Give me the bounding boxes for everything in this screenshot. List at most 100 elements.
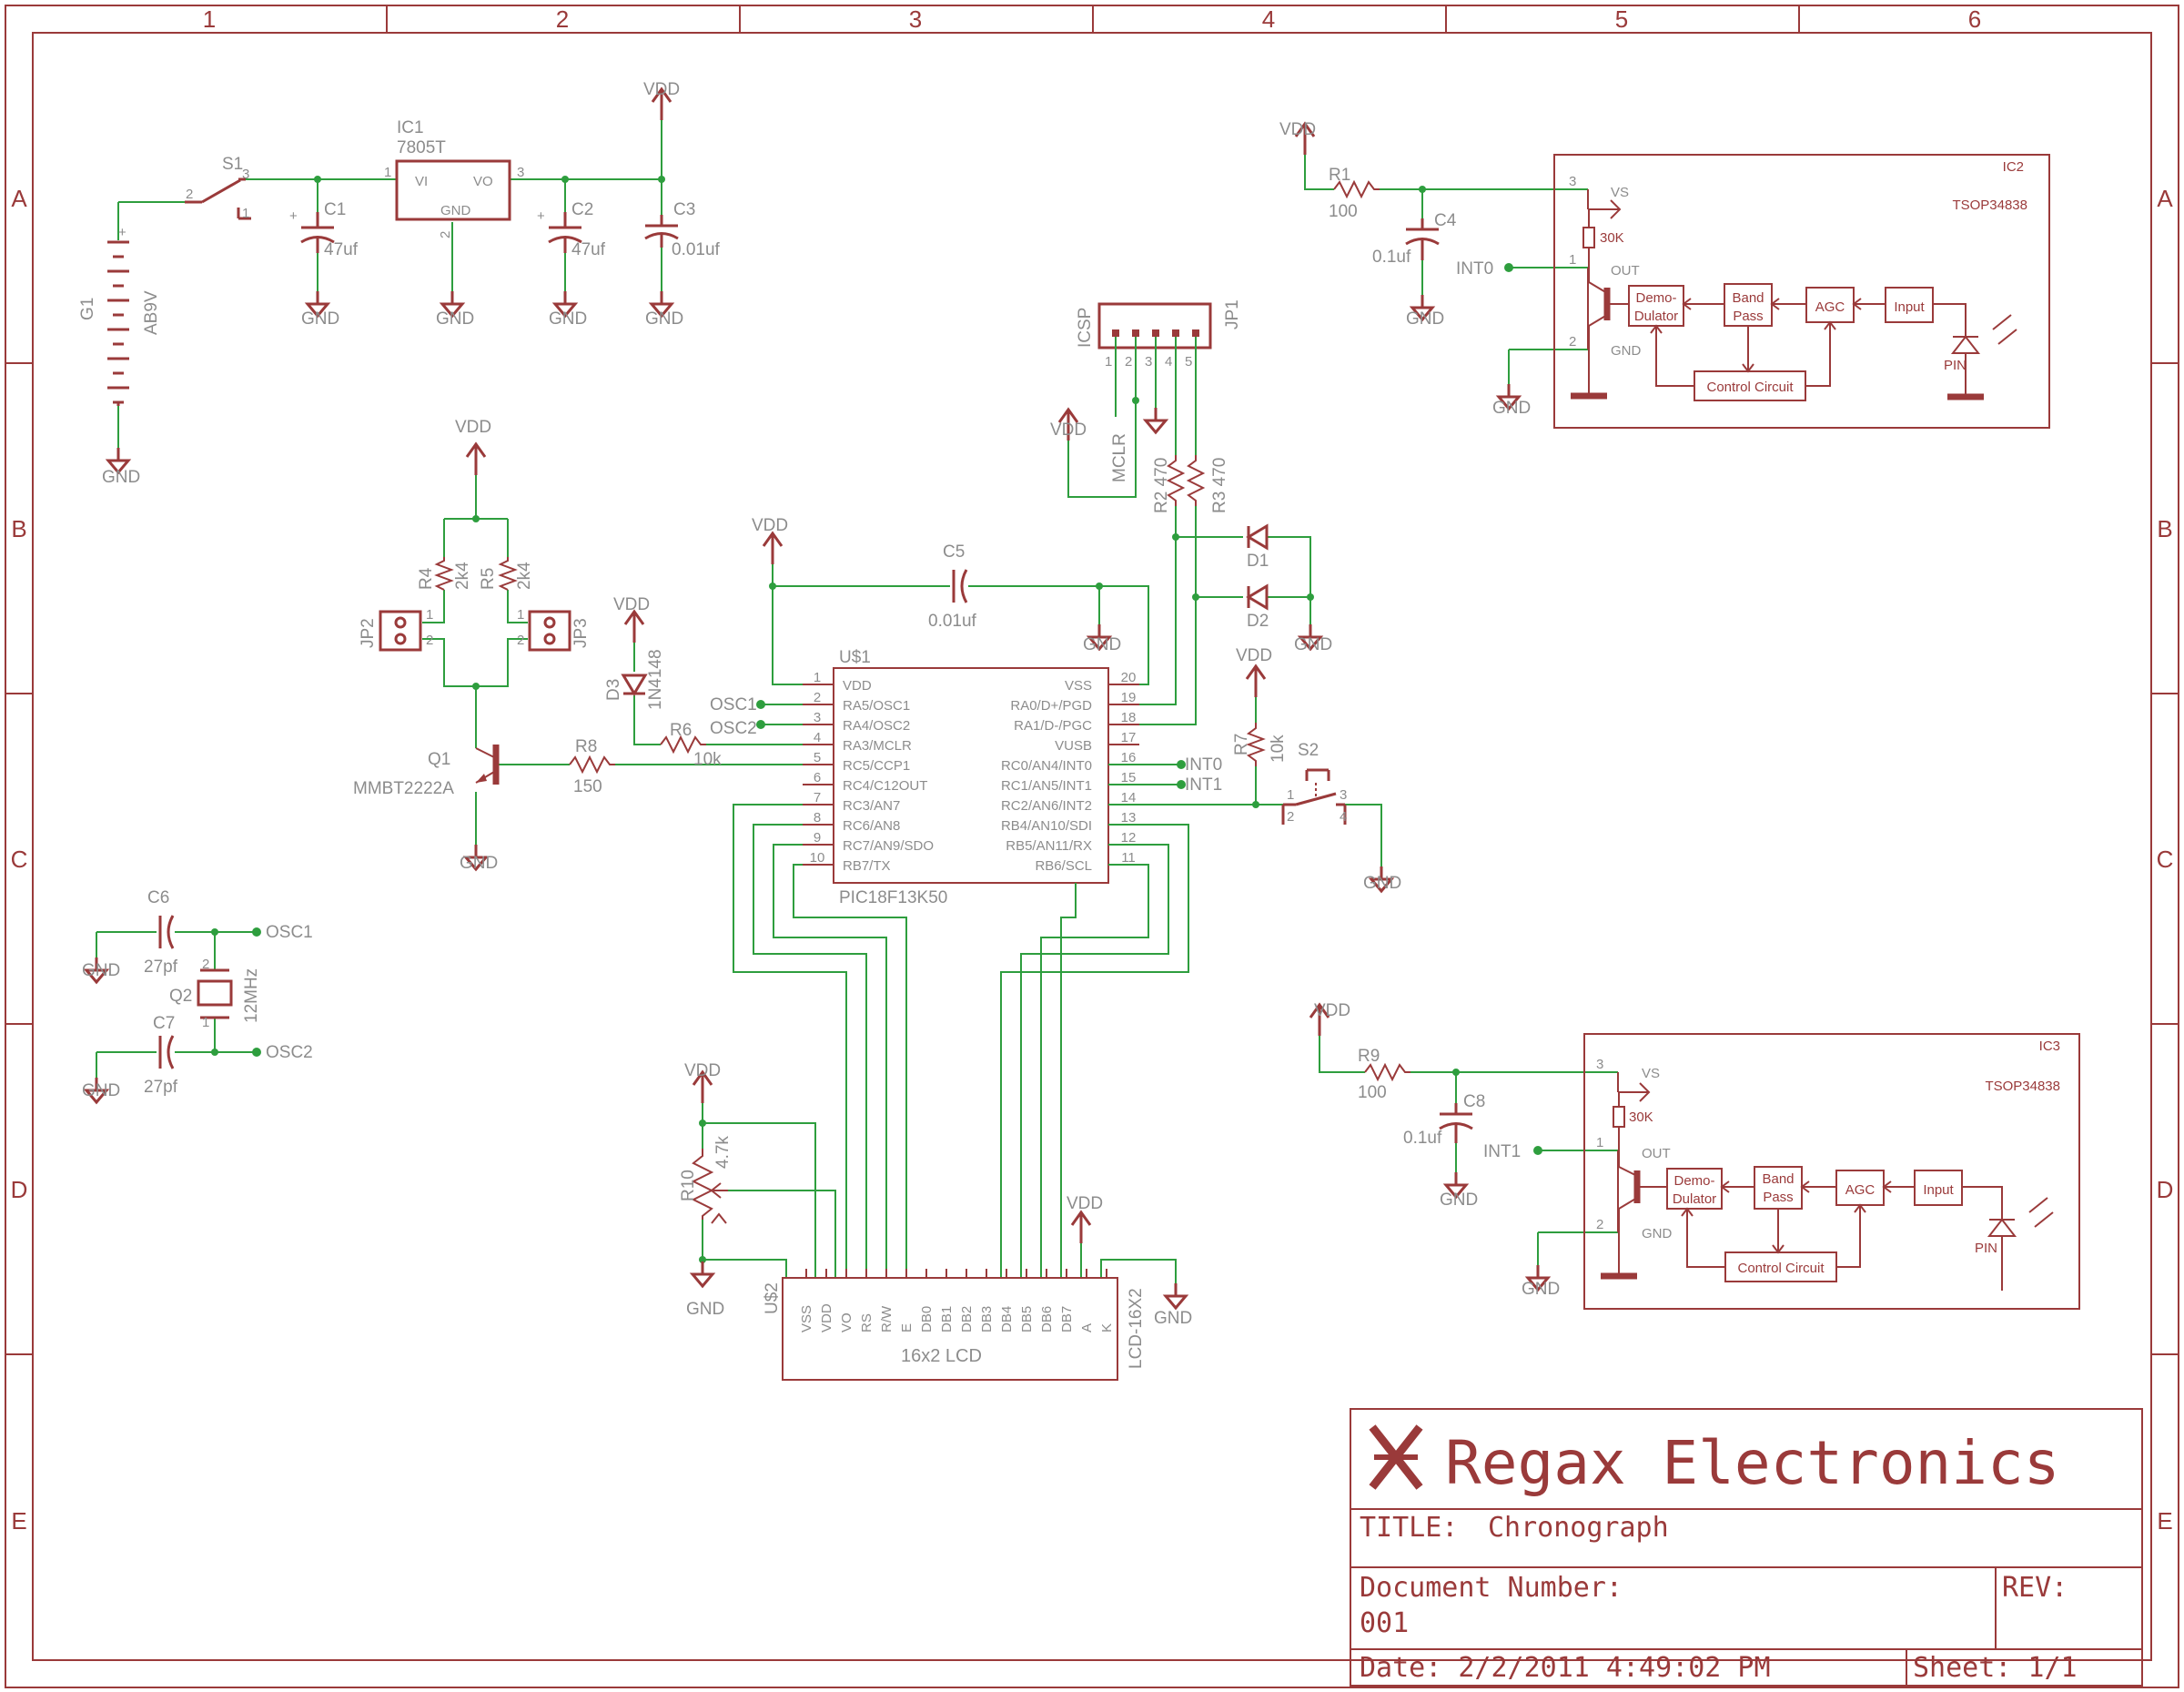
lcd-pin-label: VSS — [799, 1305, 814, 1332]
mcu-pin-label: RB6/SCL — [1035, 858, 1092, 874]
pin-label: VO — [473, 174, 493, 189]
diode-d2: D2 — [1246, 583, 1269, 631]
capacitor-value: 0.01uf — [928, 612, 977, 631]
resistor-value: 10k — [693, 750, 722, 769]
pin-number: 1 — [517, 607, 524, 623]
mcu-pin-label: RC4/C12OUT — [843, 778, 927, 794]
block-label: PIN — [1944, 358, 1967, 373]
resistor-r1: R1 100 — [1329, 166, 1380, 221]
mcu-pin-number: 2 — [814, 690, 821, 705]
block-label: Pass — [1763, 1190, 1793, 1205]
capacitor-value: 27pf — [144, 1078, 178, 1097]
jumper-jp2[interactable]: JP2 1 2 — [359, 607, 433, 652]
mcu-pin-label: VDD — [843, 678, 872, 694]
lcd-pin-label: VO — [839, 1312, 854, 1332]
pin-label: OUT — [1642, 1146, 1671, 1161]
resistor-r9: R9 100 — [1358, 1047, 1410, 1102]
diode-designator: D3 — [604, 679, 623, 701]
column-label: 4 — [1262, 5, 1275, 33]
mcu-pin-label: VSS — [1065, 678, 1092, 694]
mcu-pin-number: 7 — [814, 790, 821, 805]
capacitor-c4: C4 0.1uf — [1372, 211, 1457, 267]
diode-d1: D1 — [1246, 523, 1269, 571]
capacitor-c8: C8 0.1uf — [1403, 1092, 1485, 1148]
capacitor-designator: C8 — [1463, 1092, 1485, 1111]
mcu-right-pins: 20VSS19RA0/D+/PGD18RA1/D-/PGC17VUSB16RC0… — [1001, 670, 1139, 874]
net-label-osc2: OSC2 — [266, 1043, 313, 1062]
ic-part-number: TSOP34838 — [1952, 198, 2027, 213]
mcu-pin-label: RC6/AN8 — [843, 818, 900, 834]
mcu-pin-number: 8 — [814, 810, 821, 826]
pin-number: 2 — [517, 633, 524, 648]
vdd-label: VDD — [1050, 420, 1087, 440]
date-text: Date: 2/2/2011 4:49:02 PM — [1360, 1652, 1771, 1684]
title-value: Chronograph — [1488, 1512, 1669, 1544]
capacitor-designator: C6 — [147, 888, 169, 907]
pin-number: 3 — [1569, 174, 1576, 189]
regulator-ic1: IC1 7805T VI VO GND 1 3 2 — [384, 118, 524, 238]
capacitor-c2: + C2 47uf — [537, 200, 606, 259]
vdd-arrow-icon — [1070, 1211, 1092, 1245]
mcu-pin-number: 16 — [1121, 750, 1137, 765]
vdd-label: VDD — [1236, 646, 1272, 665]
lcd-pin-label: A — [1079, 1323, 1095, 1332]
resistor-value: 30K — [1629, 1109, 1653, 1125]
connector-label: ICSP — [1076, 308, 1095, 348]
ground-label: GND — [1363, 874, 1401, 893]
mcu-pin-label: RB5/AN11/RX — [1006, 838, 1092, 854]
document-number-value: 001 — [1360, 1607, 1409, 1639]
potentiometer-r10[interactable]: R10 4.7k — [679, 1136, 733, 1224]
diode-designator: D1 — [1247, 552, 1269, 571]
resistor-designator: R1 — [1329, 166, 1350, 185]
vdd-label: VDD — [1279, 120, 1316, 139]
pin-label: GND — [1611, 343, 1642, 359]
net-label-int0: INT0 — [1456, 259, 1493, 279]
ground-label: GND — [645, 309, 683, 329]
power-supply-section: + G1 AB9V GND S1 2 3 1 + C1 47uf — [78, 80, 721, 487]
icsp-section: ICSP JP1 1 2 3 4 5 VDD MCLR R2 470 R3 47… — [1050, 299, 1332, 725]
block-label: Band — [1732, 290, 1764, 306]
lcd-pin-label: RS — [859, 1313, 875, 1332]
ground-label: GND — [1406, 309, 1444, 329]
vdd-label: VDD — [613, 595, 650, 614]
pin-number: 3 — [1145, 354, 1152, 370]
resistor-label: R3 470 — [1210, 458, 1229, 513]
ground-label: GND — [82, 1081, 120, 1100]
capacitor-value: 47uf — [571, 240, 606, 259]
ground-label: GND — [1522, 1280, 1560, 1299]
vdd-arrow-icon — [1245, 664, 1267, 699]
resistor-r2: R2 470 — [1152, 455, 1186, 513]
ic-designator: IC3 — [2039, 1039, 2060, 1054]
resistor-r4: R4 2k4 — [417, 557, 472, 591]
capacitor-c6: C6 27pf — [144, 888, 178, 977]
mcu-pin-number: 17 — [1121, 730, 1137, 745]
pin-number: 1 — [1569, 252, 1576, 268]
pin-label: OUT — [1611, 263, 1640, 279]
block-label: Pass — [1733, 309, 1763, 324]
mcu-pin-number: 12 — [1121, 830, 1137, 846]
pushbutton-s2[interactable]: S2 1 2 3 4 — [1281, 741, 1347, 825]
lcd-pin-label: K — [1099, 1323, 1115, 1332]
resistor-designator: R7 — [1232, 734, 1251, 755]
ground-label: GND — [1083, 635, 1121, 654]
battery-plus-mark: + — [118, 225, 126, 240]
ground-label: GND — [82, 961, 120, 980]
lcd-pin-label: R/W — [879, 1305, 895, 1332]
ir-receiver-ic3-section: VDD R9 100 C8 0.1uf GND INT1 GND IC3 TSO… — [1309, 1001, 2080, 1310]
mcu-section: VDD C5 0.01uf GND OSC1 OSC2 VDD D3 — [604, 516, 1401, 907]
regulator-designator: IC1 — [397, 118, 424, 137]
resistor-designator: R5 — [479, 568, 498, 590]
row-label: B — [2157, 515, 2172, 542]
mcu-pin-number: 19 — [1121, 690, 1137, 705]
pin-number: 2 — [438, 231, 453, 238]
ground-label: GND — [102, 468, 140, 487]
switch-s1[interactable]: S1 2 3 1 — [185, 155, 251, 221]
block-label: AGC — [1845, 1182, 1876, 1198]
lcd-designator: U$2 — [763, 1282, 782, 1314]
pin-number: 1 — [1596, 1135, 1603, 1150]
pin-number: 1 — [242, 206, 249, 221]
jumper-jp3[interactable]: JP3 1 2 — [517, 607, 591, 652]
bridge-section: VDD R4 2k4 R5 2k4 JP2 1 2 — [353, 418, 803, 873]
